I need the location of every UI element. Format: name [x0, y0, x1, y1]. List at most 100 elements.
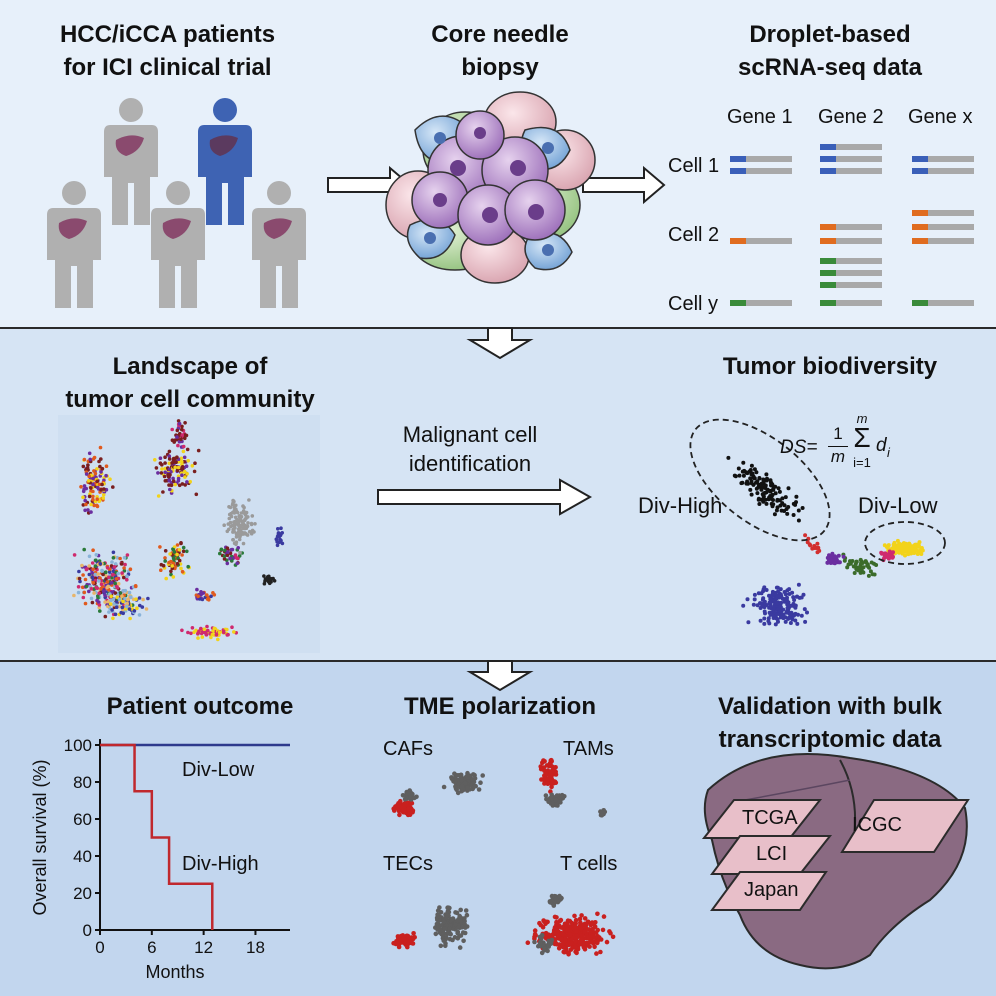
biodiversity-point — [915, 552, 920, 556]
biodiversity-point — [763, 483, 768, 488]
tsne-point — [87, 479, 91, 483]
biodiversity-point — [793, 502, 798, 507]
biodiversity-point — [768, 496, 772, 501]
tsne-point — [199, 626, 203, 631]
biodiversity-point — [848, 559, 852, 564]
tme-point — [562, 921, 568, 927]
tsne-point — [236, 546, 240, 550]
gene-bar-marker — [730, 238, 746, 244]
biodiversity-point — [749, 463, 754, 468]
tsne-point — [180, 424, 184, 429]
tsne-point — [117, 597, 122, 601]
biodiversity-scatter — [726, 455, 925, 627]
gene-bar-marker — [730, 300, 746, 306]
tsne-point — [104, 570, 108, 574]
survival-curve — [100, 743, 214, 930]
tsne-point — [91, 476, 95, 481]
tsne-point — [173, 456, 177, 461]
tme-point — [401, 808, 407, 813]
tsne-point — [202, 627, 207, 631]
gene-bar-marker — [912, 156, 928, 162]
tme-point — [610, 934, 616, 940]
tsne-point — [103, 593, 107, 597]
tme-point — [538, 939, 543, 945]
gene-bar — [912, 300, 974, 306]
tsne-point — [166, 473, 170, 477]
tsne-point — [222, 557, 227, 561]
biodiversity-point — [868, 569, 873, 574]
tsne-point — [168, 487, 172, 492]
tsne-point — [115, 586, 120, 590]
gene-bar-marker — [730, 156, 746, 162]
biodiversity-point — [772, 512, 777, 517]
tsne-point — [161, 563, 166, 568]
biodiversity-point — [915, 548, 920, 553]
tme-point — [461, 938, 466, 944]
tme-point — [595, 940, 600, 946]
tsne-point — [180, 433, 185, 437]
tsne-point — [175, 561, 180, 566]
tsne-point — [126, 598, 130, 602]
identification-line: Malignant cell — [402, 422, 538, 447]
outcome-title: Patient outcome — [106, 693, 294, 720]
biodiversity-point — [772, 598, 777, 603]
tsne-point — [72, 593, 76, 598]
formula-numerator: 1 — [833, 424, 843, 443]
tsne-point — [137, 613, 142, 617]
biodiversity-point — [755, 491, 760, 496]
biodiversity-point — [760, 492, 765, 497]
gene-bar-marker — [912, 168, 928, 174]
tsne-point — [177, 421, 182, 426]
tsne-point — [227, 527, 231, 532]
biodiversity-point — [744, 481, 749, 486]
tme-point — [455, 918, 461, 923]
tme-point — [406, 806, 411, 812]
tsne-point — [223, 548, 227, 553]
tme-point — [462, 780, 468, 786]
tsne-point — [82, 547, 86, 552]
x-tick-label: 6 — [147, 938, 156, 957]
tsne-point — [204, 632, 208, 636]
tsne-point — [107, 570, 112, 574]
tsne-point — [99, 586, 103, 591]
tme-point — [568, 941, 574, 946]
tsne-point — [88, 457, 92, 462]
biodiversity-point — [783, 495, 788, 500]
tsne-point — [87, 494, 92, 499]
tsne-point — [105, 580, 110, 584]
identification-label: Malignant cell identification — [370, 420, 570, 478]
biodiversity-point — [803, 619, 808, 624]
tsne-point — [235, 561, 239, 566]
biopsy-title-line: Core needle — [431, 21, 569, 48]
tsne-point — [180, 460, 184, 464]
biodiversity-point — [917, 540, 922, 545]
tsne-point — [84, 567, 89, 572]
biodiversity-point — [764, 588, 769, 592]
biodiversity-title: Tumor biodiversity — [722, 353, 938, 380]
tsne-point — [122, 566, 126, 570]
tsne-point — [84, 502, 88, 507]
tme-point — [550, 780, 555, 785]
gene-label: Gene 1 — [727, 106, 793, 128]
x-axis-label: Months — [145, 962, 204, 982]
gene-bar — [912, 224, 974, 230]
biodiversity-point — [762, 609, 767, 614]
biodiversity-point — [759, 497, 764, 502]
biodiversity-point — [775, 498, 780, 503]
validation-title: Validation with bulk transcriptomic data — [680, 690, 980, 756]
tsne-point — [275, 534, 280, 539]
tsne-point — [238, 550, 242, 555]
tsne-point — [116, 571, 120, 576]
tsne-point — [102, 589, 106, 594]
biodiversity-point — [757, 476, 762, 480]
tme-point — [548, 939, 554, 944]
tsne-point — [183, 436, 187, 441]
tsne-point — [82, 590, 87, 595]
biodiversity-point — [906, 552, 911, 557]
biodiversity-point — [785, 606, 790, 610]
biodiversity-point — [758, 601, 763, 606]
tsne-point — [189, 631, 193, 636]
tme-point — [406, 940, 412, 946]
tsne-point — [250, 514, 255, 518]
tme-point — [457, 913, 463, 919]
